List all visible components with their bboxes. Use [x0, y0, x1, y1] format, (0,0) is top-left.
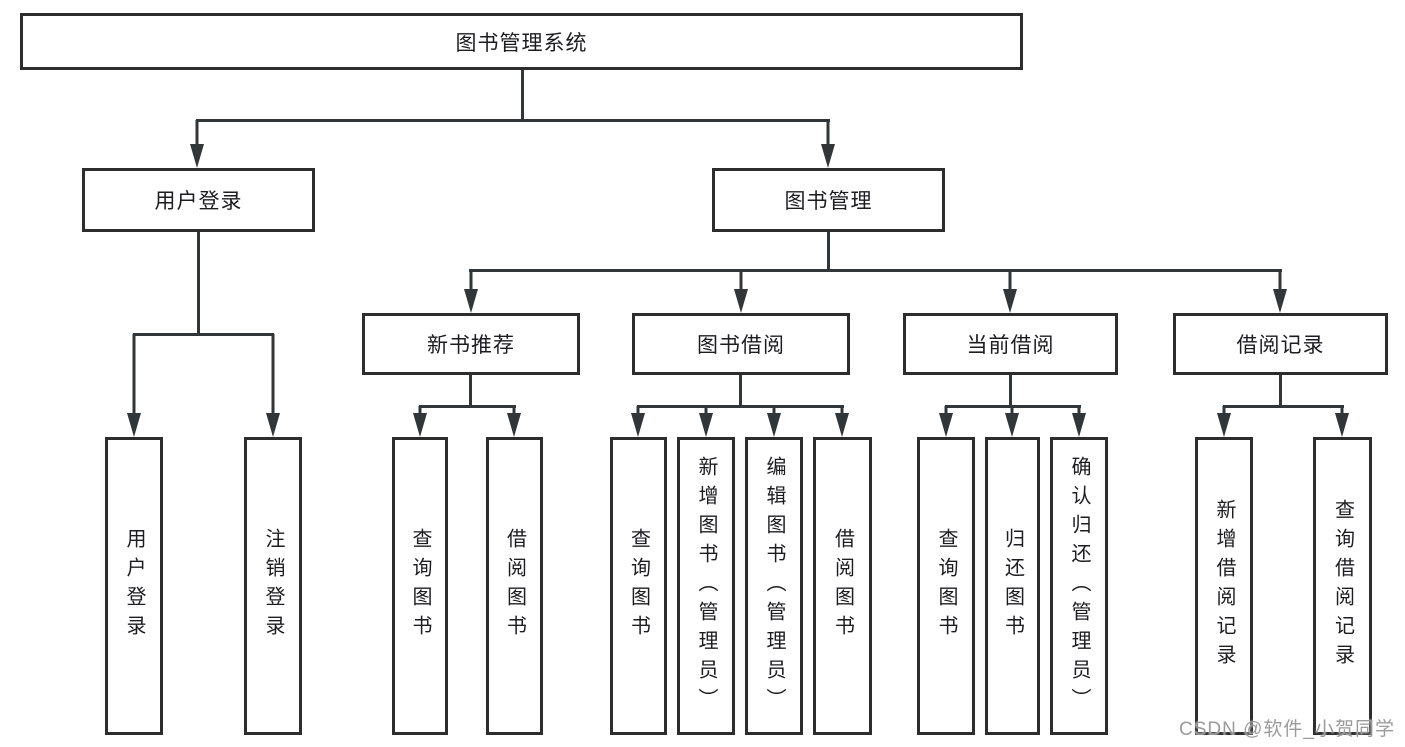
arrowhead-icon — [767, 413, 781, 437]
arrow-stem — [195, 120, 199, 148]
node-borrow-records: 借阅记录 — [1173, 313, 1388, 375]
connector-line — [196, 119, 830, 122]
node-leaf-query-book-3: 查询图书 — [917, 437, 975, 735]
connector-line — [1279, 375, 1282, 408]
arrowhead-icon — [1005, 413, 1019, 437]
connector-line — [1009, 375, 1012, 408]
node-leaf-logout: 注销登录 — [244, 437, 302, 735]
node-leaf-borrow-book-2: 借阅图书 — [813, 437, 872, 735]
arrowhead-icon — [507, 413, 521, 437]
arrowhead-icon — [1273, 289, 1287, 313]
arrow-stem — [418, 406, 422, 417]
arrow-stem — [1008, 270, 1012, 293]
node-leaf-edit-book: 编辑图书（管理员） — [745, 437, 803, 735]
connector-line — [197, 232, 200, 336]
node-leaf-query-book-2: 查询图书 — [610, 437, 667, 735]
arrowhead-icon — [464, 289, 478, 313]
arrowhead-icon — [413, 413, 427, 437]
node-leaf-add-borrow-record: 新增借阅记录 — [1195, 437, 1253, 735]
arrow-down — [767, 406, 781, 437]
node-leaf-user-login: 用户登录 — [105, 437, 163, 735]
arrow-stem — [840, 406, 844, 417]
node-book-management: 图书管理 — [712, 168, 945, 232]
node-new-book-recommend: 新书推荐 — [362, 313, 580, 375]
node-book-borrow: 图书借阅 — [632, 313, 850, 375]
arrow-stem — [1222, 406, 1226, 417]
arrowhead-icon — [631, 413, 645, 437]
connector-line — [419, 405, 516, 408]
arrowhead-icon — [1217, 413, 1231, 437]
arrow-stem — [826, 120, 830, 148]
arrow-down — [734, 270, 748, 313]
arrow-stem — [739, 270, 743, 293]
arrow-down — [821, 120, 835, 168]
arrowhead-icon — [821, 144, 835, 168]
arrow-stem — [1077, 406, 1081, 417]
arrow-down — [1335, 406, 1349, 437]
arrowhead-icon — [835, 413, 849, 437]
node-current-borrow: 当前借阅 — [903, 313, 1118, 375]
arrow-stem — [512, 406, 516, 417]
node-leaf-query-book-1: 查询图书 — [392, 437, 448, 735]
connector-line — [469, 375, 472, 408]
arrow-stem — [469, 270, 473, 293]
connector-line — [133, 333, 274, 336]
arrow-stem — [1010, 406, 1014, 417]
arrowhead-icon — [127, 413, 141, 437]
arrow-down — [127, 334, 141, 437]
arrowhead-icon — [190, 144, 204, 168]
node-leaf-return-book: 归还图书 — [985, 437, 1040, 735]
connector-line — [739, 375, 742, 408]
node-user-login: 用户登录 — [82, 168, 315, 232]
arrow-stem — [1340, 406, 1344, 417]
connector-line — [1223, 405, 1344, 408]
arrowhead-icon — [939, 413, 953, 437]
node-leaf-query-borrow-record: 查询借阅记录 — [1313, 437, 1372, 735]
arrow-down — [464, 270, 478, 313]
arrow-down — [1005, 406, 1019, 437]
arrowhead-icon — [266, 413, 280, 437]
arrow-down — [190, 120, 204, 168]
arrow-down — [835, 406, 849, 437]
arrowhead-icon — [1003, 289, 1017, 313]
arrow-stem — [271, 334, 275, 417]
node-leaf-confirm-return: 确认归还（管理员） — [1050, 437, 1108, 735]
arrow-down — [699, 406, 713, 437]
arrow-stem — [772, 406, 776, 417]
arrowhead-icon — [1335, 413, 1349, 437]
connector-line — [827, 232, 830, 271]
arrowhead-icon — [1072, 413, 1086, 437]
arrow-down — [1072, 406, 1086, 437]
node-root: 图书管理系统 — [20, 13, 1023, 70]
arrow-stem — [132, 334, 136, 417]
arrow-down — [631, 406, 645, 437]
arrow-down — [507, 406, 521, 437]
node-leaf-borrow-book-1: 借阅图书 — [486, 437, 543, 735]
arrowhead-icon — [734, 289, 748, 313]
connector-line — [637, 405, 844, 408]
arrow-down — [1273, 270, 1287, 313]
arrow-down — [939, 406, 953, 437]
connector-line — [521, 70, 524, 121]
arrow-down — [413, 406, 427, 437]
connector-line — [469, 269, 1282, 272]
arrow-stem — [1278, 270, 1282, 293]
arrowhead-icon — [699, 413, 713, 437]
arrow-stem — [704, 406, 708, 417]
arrow-stem — [636, 406, 640, 417]
arrow-down — [266, 334, 280, 437]
arrow-stem — [944, 406, 948, 417]
arrow-down — [1217, 406, 1231, 437]
arrow-down — [1003, 270, 1017, 313]
node-leaf-add-book: 新增图书（管理员） — [677, 437, 735, 735]
